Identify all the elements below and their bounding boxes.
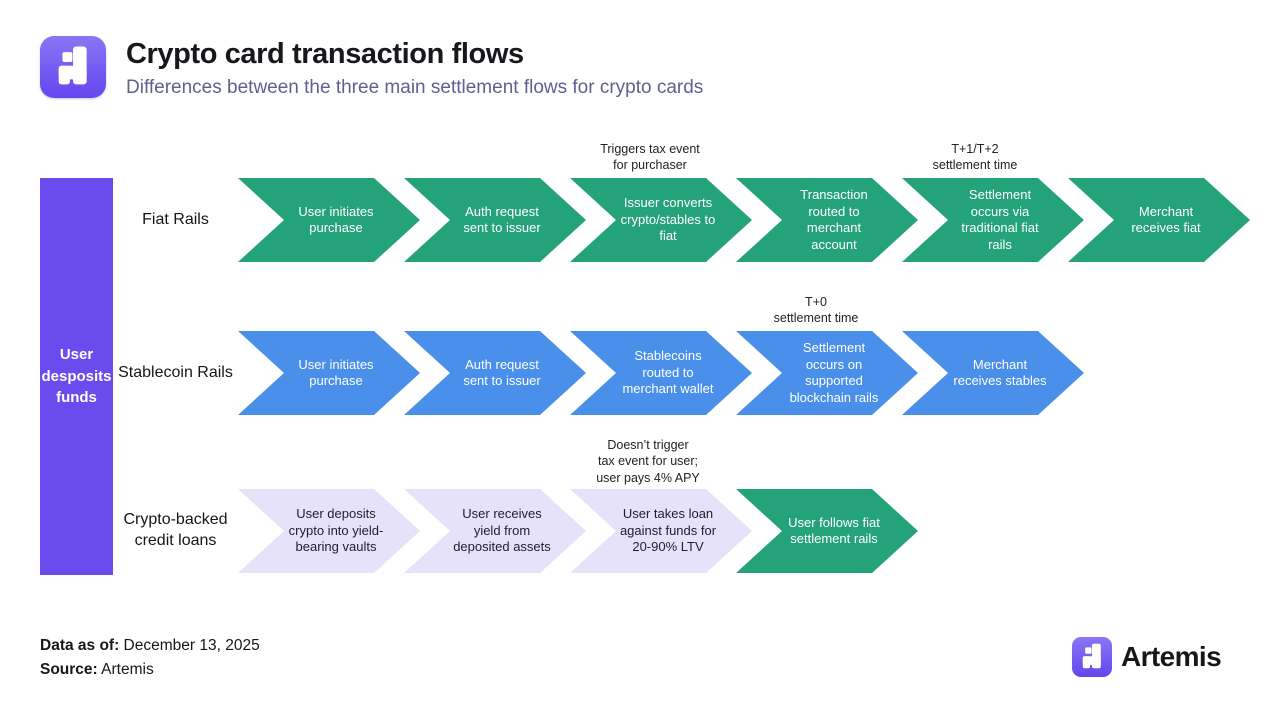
flow-step: User takes loan against funds for 20-90%… [570,489,752,573]
annotation-no-tax-event: Doesn’t trigger tax event for user; user… [596,438,700,485]
source: Source: Artemis [40,661,154,679]
artemis-a-glyph [58,46,87,85]
flow-step: Settlement occurs via traditional fiat r… [902,178,1084,262]
flow-step: Auth request sent to issuer [404,178,586,262]
flow-step: User initiates purchase [238,331,420,415]
user-deposits-bar: User desposits funds [40,178,113,575]
flow-step: User deposits crypto into yield-bearing … [238,489,420,573]
flow-step: User receives yield from deposited asset… [404,489,586,573]
artemis-wordmark: Artemis [1121,641,1222,672]
flow-step: Transaction routed to merchant account [736,178,918,262]
flow-step: Merchant receives stables [902,331,1084,415]
page-title: Crypto card transaction flows [126,38,524,70]
annotation-t1-t2-settlement: T+1/T+2 settlement time [932,142,1018,173]
flow-step: Issuer converts crypto/stables to fiat [570,178,752,262]
flow-step: Stablecoins routed to merchant wallet [570,331,752,415]
artemis-a-glyph [1082,643,1101,669]
data-as-of-value: December 13, 2025 [119,637,260,654]
data-as-of-label: Data as of: [40,637,120,654]
artemis-logo-icon [40,36,106,98]
flow-step: User follows fiat settlement rails [736,489,918,573]
footer-brand: Artemis [1072,637,1222,677]
row-label-crypto-backed-credit-loans: Crypto-backed credit loans [123,511,228,549]
row-label-stablecoin-rails: Stablecoin Rails [118,363,233,381]
flow-step: Auth request sent to issuer [404,331,586,415]
source-value: Artemis [97,661,154,678]
flow-row-fiat-rails: User initiates purchase Auth request sen… [238,178,1252,262]
annotation-tax-event: Triggers tax event for purchaser [600,142,700,173]
flow-row-stablecoin-rails: User initiates purchase Auth request sen… [238,331,1252,415]
flow-step: User initiates purchase [238,178,420,262]
page-subtitle: Differences between the three main settl… [126,77,704,98]
data-as-of: Data as of: December 13, 2025 [40,637,260,655]
source-label: Source: [40,661,98,678]
artemis-logo-icon [1072,637,1112,677]
annotation-t0-settlement: T+0 settlement time [773,295,859,326]
flow-row-crypto-backed-credit-loans: User deposits crypto into yield-bearing … [238,489,1252,573]
row-label-fiat-rails: Fiat Rails [142,210,209,228]
user-deposits-label: User desposits funds [41,345,112,407]
flow-step: Settlement occurs on supported blockchai… [736,331,918,415]
flow-step: Merchant receives fiat [1068,178,1250,262]
